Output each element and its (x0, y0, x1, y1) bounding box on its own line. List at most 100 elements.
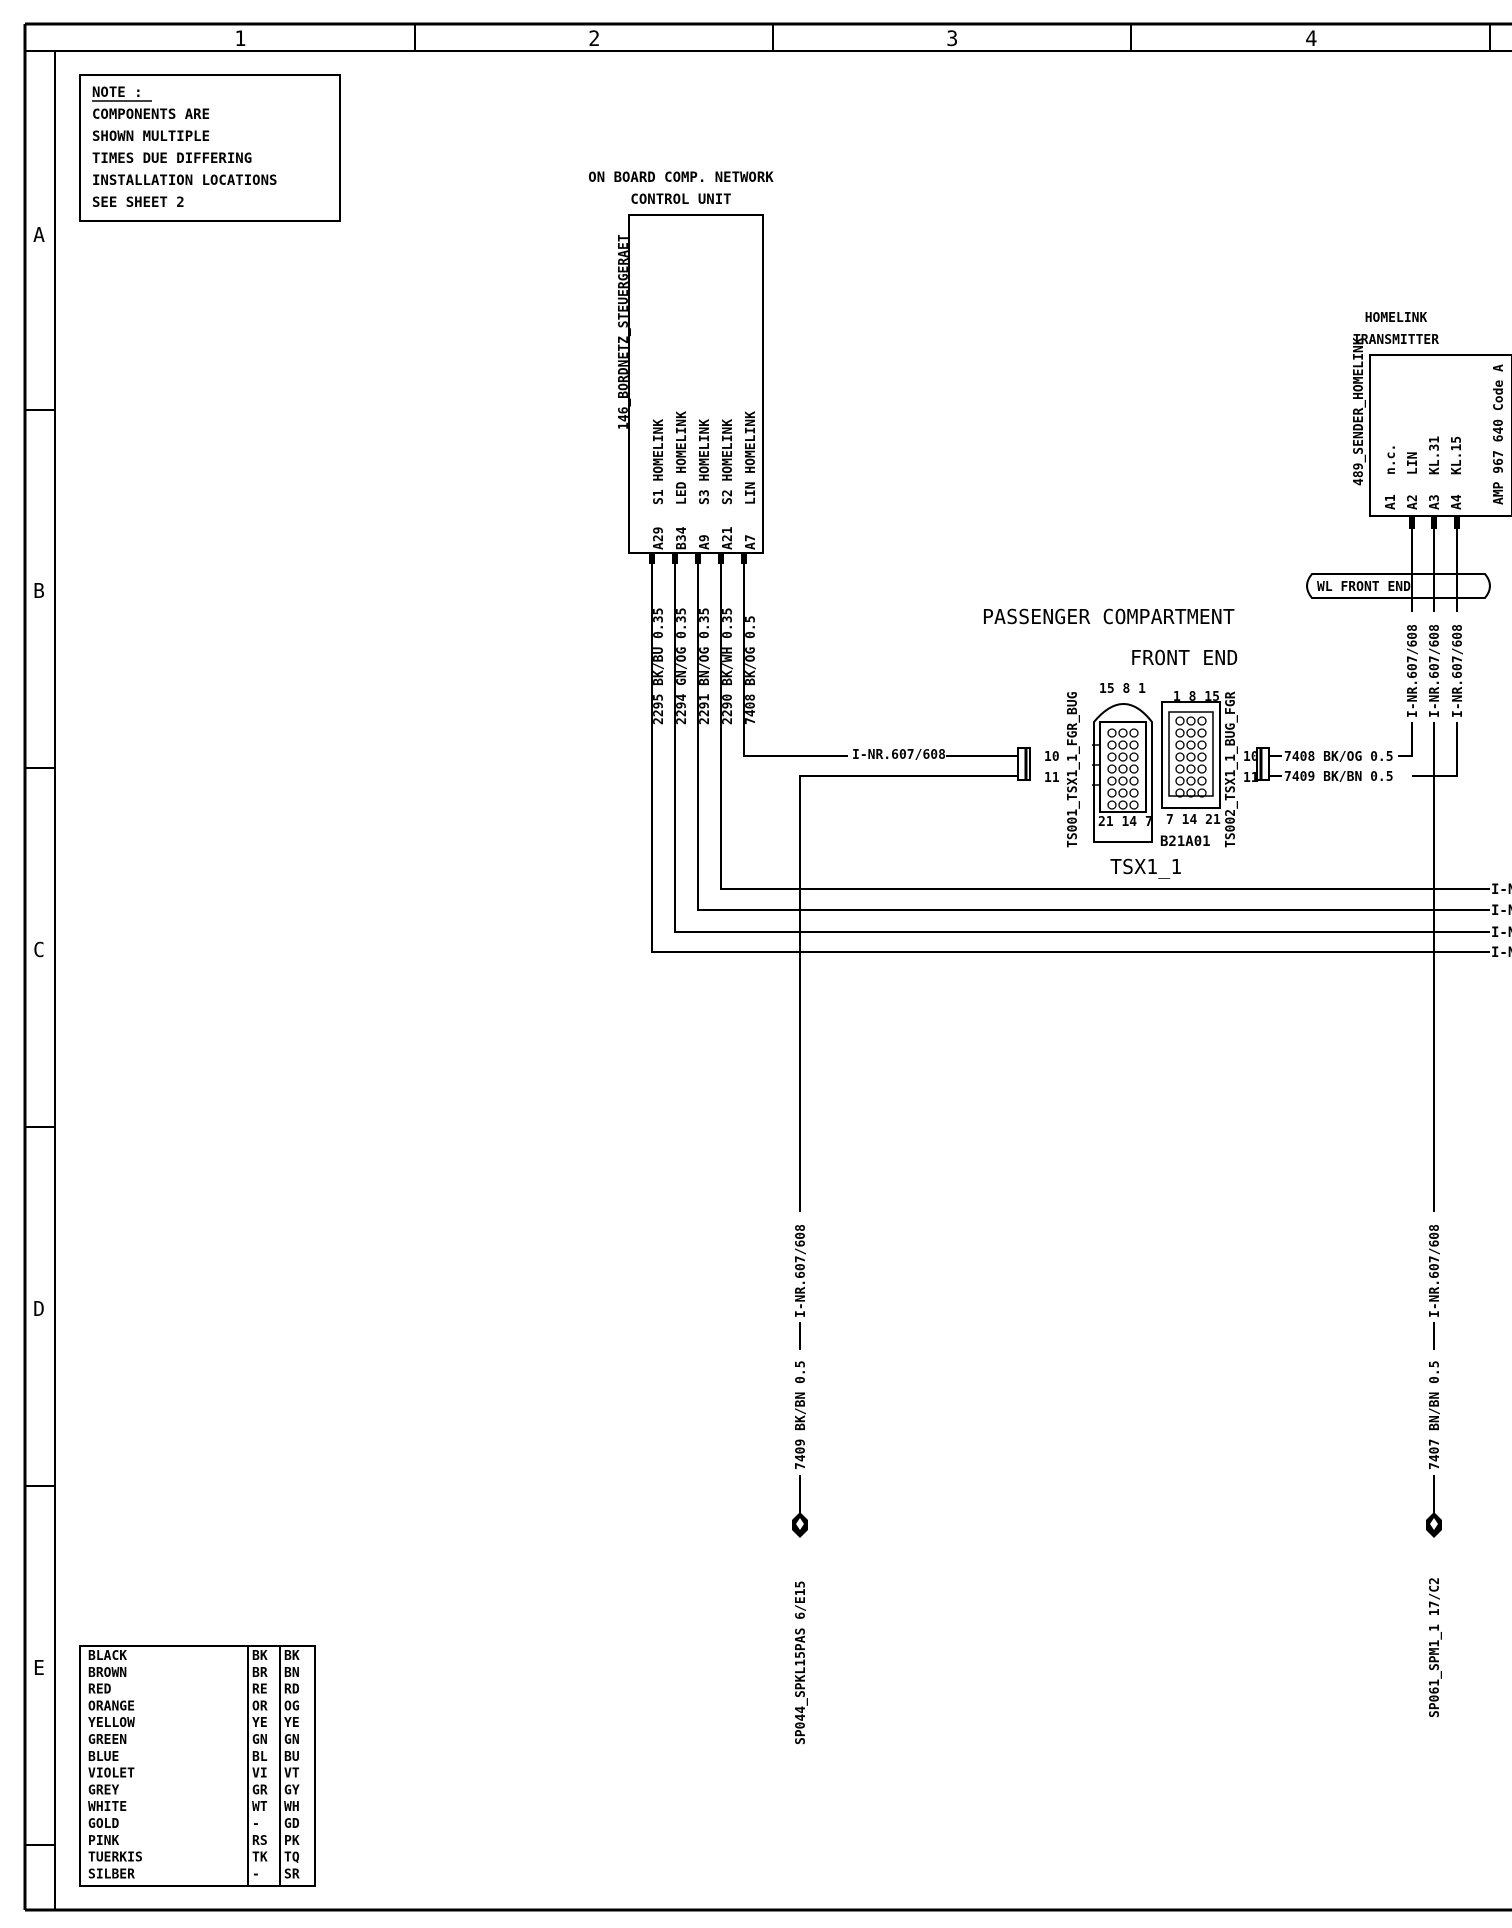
pin-name: S2 HOMELINK (721, 419, 736, 505)
pin-range: 1 8 15 (1173, 690, 1220, 705)
pin-number: 11 (1044, 771, 1060, 786)
pin-name: S3 HOMELINK (698, 419, 713, 505)
column-labels: 1 2 3 4 (234, 27, 1318, 51)
connector-location: FRONT END (1130, 646, 1238, 670)
pin-range: 7 14 21 (1166, 813, 1221, 828)
legend-code-en: TQ (284, 1851, 300, 1866)
legend-code-en: GD (284, 1817, 300, 1832)
pin-number: A21 (721, 526, 736, 550)
legend-code-de: RS (252, 1834, 268, 1849)
homelink-code: AMP 967 640 Code A (1492, 364, 1507, 505)
homelink-transmitter: HOMELINK TRANSMITTER 489_SENDER_HOMELINK… (1306, 311, 1512, 722)
wire-label: 7408 BK/OG 0.5 (744, 615, 759, 725)
legend-code-en: OG (284, 1699, 300, 1714)
legend-code-de: TK (252, 1851, 268, 1866)
legend-code-en: RD (284, 1683, 300, 1698)
splice-wire: 7407 BN/BN 0.5 (1428, 1360, 1443, 1470)
pin-name: KL.15 (1450, 436, 1465, 475)
connector-code: B21A01 (1160, 834, 1211, 850)
drawing-frame (23, 22, 1512, 1912)
homelink-title: TRANSMITTER (1353, 333, 1439, 348)
control-unit: ON BOARD COMP. NETWORK CONTROL UNIT 146_… (588, 170, 774, 725)
pin-number: 11 (1243, 771, 1259, 786)
pin-number: 10 (1243, 750, 1259, 765)
legend-code-de: RE (252, 1683, 268, 1698)
pin-number: A7 (744, 534, 759, 550)
legend-code-de: BL (252, 1750, 268, 1765)
pin-number: A2 (1406, 494, 1421, 510)
legend-code-en: GY (284, 1783, 300, 1798)
legend-code-de: - (252, 1817, 260, 1832)
legend-code-en: PK (284, 1834, 300, 1849)
homelink-id: 489_SENDER_HOMELINK (1352, 337, 1367, 486)
splice-right: I-NR.607/608 7407 BN/BN 0.5 SP061_SPM1_1… (1426, 1212, 1443, 1718)
wire-ref: I-NR.607/608 (1451, 624, 1466, 718)
splice-ref: I-NR.607/608 (1428, 1224, 1443, 1318)
legend-color-name: VIOLET (88, 1767, 135, 1782)
note-line: INSTALLATION LOCATIONS (92, 173, 277, 189)
splice-left: I-NR.607/608 7409 BK/BN 0.5 SP044_SPKL15… (792, 1212, 809, 1745)
homelink-title: HOMELINK (1365, 311, 1428, 326)
note-line: COMPONENTS ARE (92, 107, 210, 123)
column-label: 3 (946, 27, 959, 51)
legend-color-name: GOLD (88, 1817, 119, 1832)
pin-number: A29 (652, 527, 667, 550)
pin-number: A9 (698, 534, 713, 550)
bus-label: I-N (1491, 882, 1512, 898)
legend-color-name: ORANGE (88, 1699, 135, 1714)
pin-number: A3 (1428, 494, 1443, 510)
legend-code-en: SR (284, 1867, 300, 1882)
legend-code-en: VT (284, 1767, 300, 1782)
legend-code-de: GN (252, 1733, 268, 1748)
wire-ref: I-NR.607/608 (1406, 624, 1421, 718)
legend-color-name: TUERKIS (88, 1851, 143, 1866)
note-box: NOTE : COMPONENTS ARE SHOWN MULTIPLE TIM… (79, 74, 341, 222)
pin-number: A4 (1450, 494, 1465, 510)
note-heading: NOTE : (92, 85, 143, 101)
control-unit-box (628, 214, 764, 554)
legend-color-name: WHITE (88, 1800, 127, 1815)
wire-label: 2295 BK/BU 0.35 (652, 608, 667, 725)
homelink-box (1369, 354, 1512, 517)
bus-label: I-N (1491, 945, 1512, 961)
legend-color-name: BLACK (88, 1649, 127, 1664)
legend-code-de: VI (252, 1767, 268, 1782)
control-unit-title: CONTROL UNIT (630, 192, 731, 208)
row-label: E (33, 1656, 45, 1680)
connector-id: TS001_TSX1_1_FGR_BUG (1066, 691, 1081, 848)
column-label: 2 (588, 27, 601, 51)
column-label: 1 (234, 27, 247, 51)
legend-color-name: BROWN (88, 1666, 127, 1681)
wire-label: 7409 BK/BN 0.5 (1284, 770, 1394, 785)
row-label: C (33, 938, 45, 962)
pin-range: 21 14 7 (1098, 815, 1153, 830)
note-line: SHOWN MULTIPLE (92, 129, 210, 145)
pin-name: LIN HOMELINK (744, 411, 759, 505)
legend-code-en: BK (284, 1649, 300, 1664)
pin-name: KL.31 (1428, 436, 1443, 475)
column-label: 4 (1305, 27, 1318, 51)
splice-ref: I-NR.607/608 (794, 1224, 809, 1318)
legend-code-de: BK (252, 1649, 268, 1664)
legend-color-name: RED (88, 1683, 112, 1698)
legend-code-en: BU (284, 1750, 300, 1765)
bus-label: I-N (1491, 925, 1512, 941)
pin-name: n.c. (1384, 444, 1399, 475)
splice-wire: 7409 BK/BN 0.5 (794, 1360, 809, 1470)
row-label: A (33, 223, 45, 247)
pin-name: LED HOMELINK (675, 411, 690, 505)
control-unit-id: 146_BORDNETZ_STEUERGERAET (617, 234, 632, 430)
legend-color-name: BLUE (88, 1750, 119, 1765)
note-line: SEE SHEET 2 (92, 195, 185, 211)
note-line: TIMES DUE DIFFERING (92, 151, 252, 167)
legend-code-de: GR (252, 1783, 268, 1798)
legend-code-en: YE (284, 1716, 300, 1731)
splice-wires (799, 576, 1458, 1515)
legend-color-name: SILBER (88, 1867, 135, 1882)
splice-id: SP044_SPKL15PAS 6/E15 (794, 1581, 809, 1745)
bus-labels: I-N I-N I-N I-N (1491, 882, 1512, 961)
pin-number: A1 (1384, 494, 1399, 510)
wire-ref: I-NR.607/608 (1428, 624, 1443, 718)
